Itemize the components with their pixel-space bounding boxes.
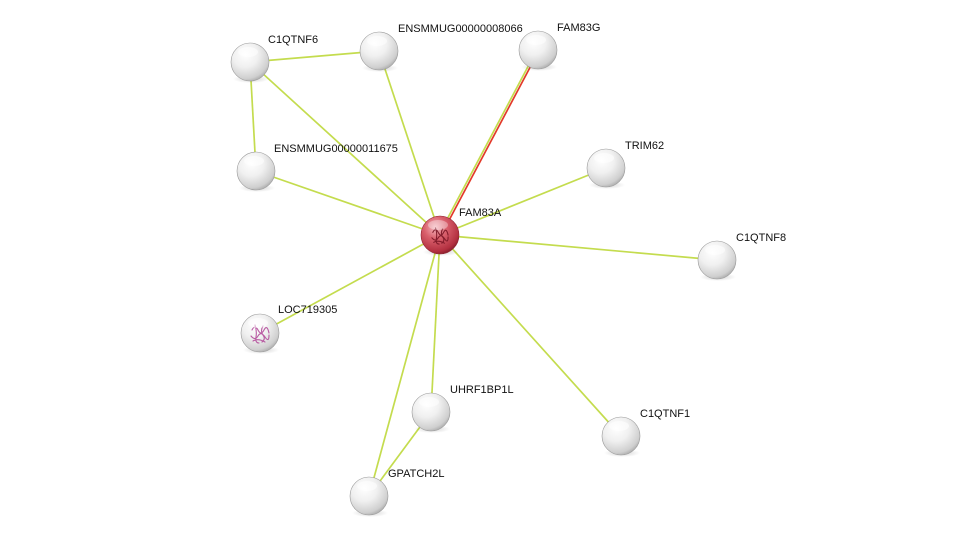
nodes-layer: FAM83A C1QTNF6 ENSMMUG00000008066 FAM83G ENS… xyxy=(230,22,786,517)
node-highlight xyxy=(419,397,439,407)
node-label: FAM83A xyxy=(459,207,502,219)
edge-line xyxy=(439,167,607,236)
node-label: C1QTNF8 xyxy=(736,232,786,244)
node-highlight xyxy=(238,47,258,57)
node-c1qtnf8[interactable]: C1QTNF8 xyxy=(697,232,786,281)
node-ensmmug00000008066[interactable]: ENSMMUG00000008066 xyxy=(359,23,523,72)
node-highlight xyxy=(594,153,614,163)
node-label: ENSMMUG00000011675 xyxy=(274,143,398,155)
protein-structure-icon xyxy=(250,324,270,344)
node-uhrf1bp1l[interactable]: UHRF1BP1L xyxy=(411,384,514,433)
node-c1qtnf6[interactable]: C1QTNF6 xyxy=(230,34,318,83)
node-label: TRIM62 xyxy=(625,140,664,152)
node-loc719305[interactable]: LOC719305 xyxy=(240,304,337,354)
edge-line xyxy=(439,234,718,261)
node-c1qtnf1[interactable]: C1QTNF1 xyxy=(601,408,690,457)
node-label: C1QTNF1 xyxy=(640,408,690,420)
edge-c1qtnf6-ensmmug00000008066[interactable] xyxy=(249,50,380,63)
edge-fam83a-trim62[interactable] xyxy=(439,167,607,236)
edge-line xyxy=(259,234,441,334)
node-highlight xyxy=(609,421,629,431)
edge-fam83a-c1qtnf6[interactable] xyxy=(249,61,441,236)
node-highlight xyxy=(705,245,725,255)
node-label: UHRF1BP1L xyxy=(450,384,514,396)
node-label: FAM83G xyxy=(557,22,600,34)
edge-line xyxy=(439,234,622,437)
edges-layer xyxy=(249,49,718,497)
node-label: C1QTNF6 xyxy=(268,34,318,46)
node-label: LOC719305 xyxy=(278,304,337,316)
edge-fam83a-c1qtnf8[interactable] xyxy=(439,234,718,261)
edge-fam83a-c1qtnf1[interactable] xyxy=(439,234,622,437)
node-highlight xyxy=(428,220,448,230)
edge-fam83a-ensmmug00000008066[interactable] xyxy=(378,50,441,236)
edge-fam83a-loc719305[interactable] xyxy=(259,234,441,334)
node-label: ENSMMUG00000008066 xyxy=(398,23,523,35)
edge-line xyxy=(368,234,441,497)
node-highlight xyxy=(244,156,264,166)
node-ensmmug00000011675[interactable]: ENSMMUG00000011675 xyxy=(236,143,398,192)
node-fam83a[interactable]: FAM83A xyxy=(420,207,502,256)
edge-fam83a-uhrf1bp1l[interactable] xyxy=(430,234,441,413)
node-highlight xyxy=(367,36,387,46)
node-trim62[interactable]: TRIM62 xyxy=(586,140,664,189)
node-highlight xyxy=(248,318,268,328)
node-gpatch2l[interactable]: GPATCH2L xyxy=(349,468,444,517)
node-highlight xyxy=(357,481,377,491)
node-highlight xyxy=(526,35,546,45)
edge-line xyxy=(255,170,441,236)
node-label: GPATCH2L xyxy=(388,468,444,480)
edge-line xyxy=(438,49,538,235)
edge-line xyxy=(249,50,380,63)
edge-fam83a-gpatch2l[interactable] xyxy=(368,234,441,497)
edge-line xyxy=(440,50,540,236)
edge-line xyxy=(249,61,441,236)
edge-fam83a-fam83g[interactable] xyxy=(438,49,540,236)
protein-structure-icon xyxy=(431,227,449,245)
edge-fam83a-ensmmug00000011675[interactable] xyxy=(255,170,441,236)
node-fam83g[interactable]: FAM83G xyxy=(518,22,600,71)
edge-line xyxy=(378,50,441,236)
edge-line xyxy=(430,234,441,413)
